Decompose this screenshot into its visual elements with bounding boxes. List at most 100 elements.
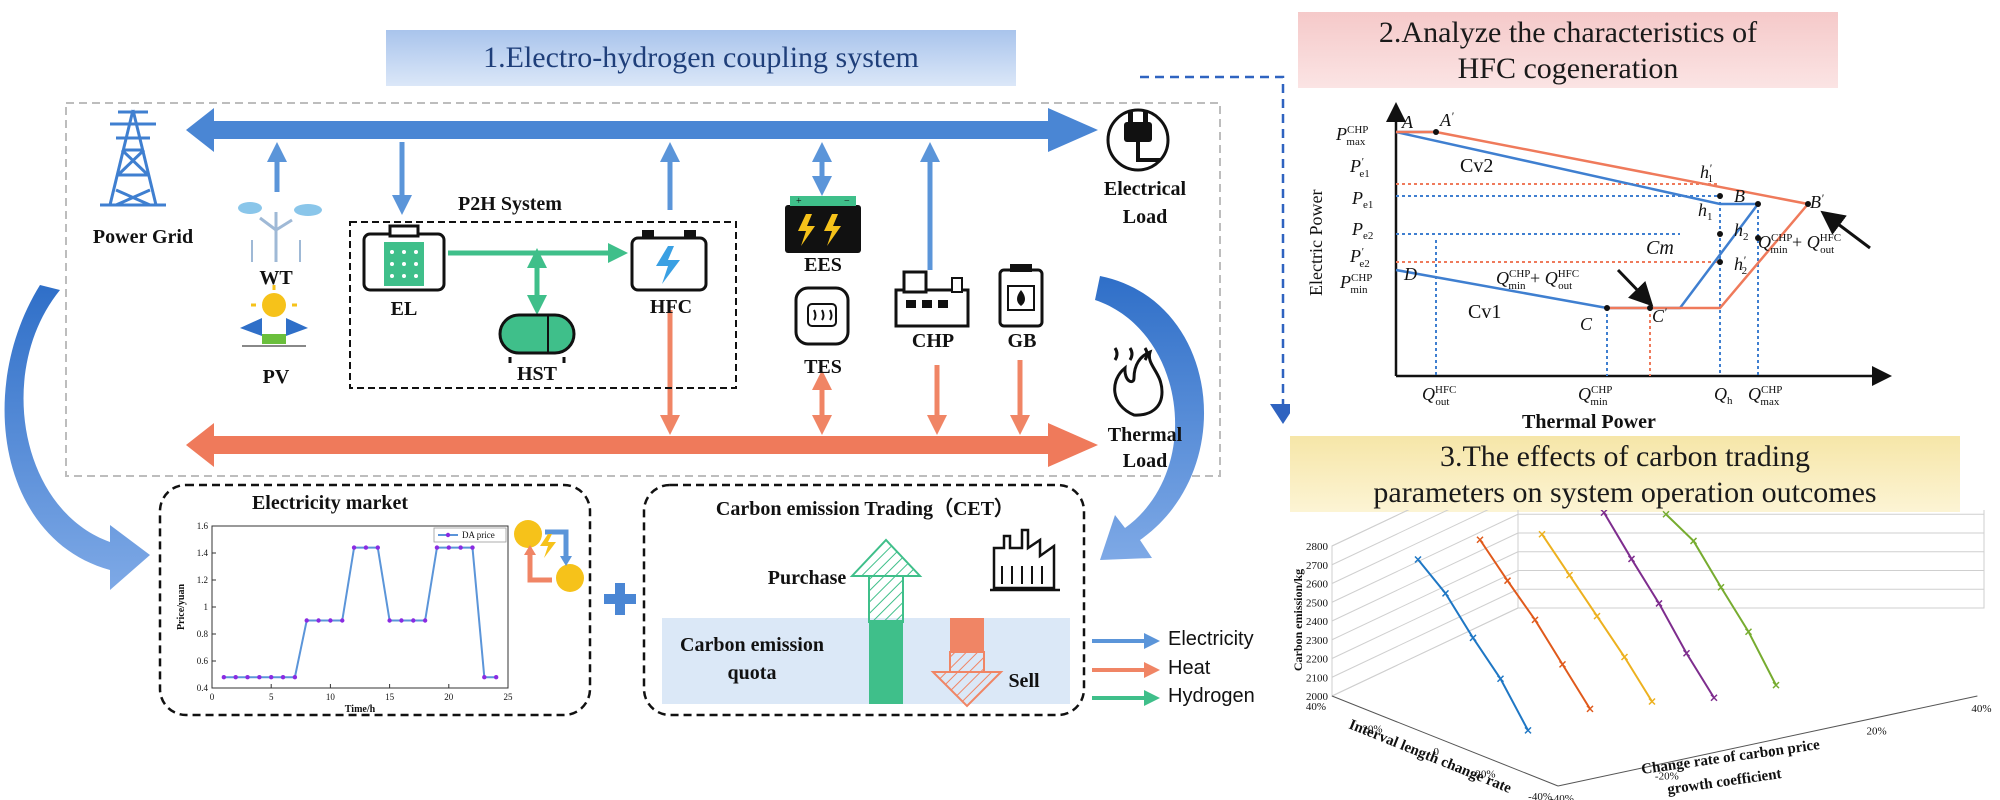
carbon-series-line — [1541, 533, 1653, 703]
pv-icon — [240, 285, 308, 347]
price-point — [482, 675, 487, 680]
thermal-storage-icon — [794, 286, 850, 346]
electricity-market-box — [158, 483, 592, 717]
carbon-point — [1662, 510, 1670, 518]
legend-electricity: Electricity — [1168, 628, 1254, 650]
price-x-tick-label: 20 — [444, 692, 454, 702]
price-y-tick-label: 1.4 — [197, 548, 209, 558]
dashed-connector — [1140, 75, 1285, 410]
hst-label: HST — [516, 363, 558, 385]
legend-lines — [1092, 633, 1160, 706]
price-point — [363, 545, 369, 550]
price-legend-box — [433, 527, 507, 543]
carbon-point — [1414, 556, 1422, 564]
section1-title: 1.Electro-hydrogen coupling system — [386, 30, 1016, 86]
system-diagram: + − — [4, 75, 1290, 717]
carbon-point — [1627, 555, 1636, 563]
carbon-z-grid — [1331, 570, 1519, 659]
carbon-y-tick-label: -20% — [1655, 771, 1679, 783]
carbon-z-tick-label: 2700 — [1306, 560, 1329, 572]
wt-label: WT — [259, 267, 293, 289]
carbon-point — [1655, 599, 1663, 607]
section3-title: 3.The effects of carbon trading paramete… — [1290, 436, 1960, 512]
price-point — [340, 618, 345, 623]
svg-text:h'2: h'2 — [1734, 253, 1747, 277]
storage-battery-icon: + − — [785, 196, 861, 253]
carbon-x-axis — [1331, 695, 1559, 787]
carbon-point — [1682, 649, 1691, 657]
carbon-z-tick-label: 2200 — [1306, 654, 1329, 666]
carbon-point — [1476, 536, 1484, 544]
hydrogen-tank-icon — [498, 313, 576, 363]
carbon-y-tick-label: 40% — [1971, 703, 1991, 715]
carbon-point — [1772, 681, 1780, 689]
price-point — [493, 675, 499, 680]
price-point — [257, 675, 262, 680]
price-x-tick-label: 10 — [326, 692, 336, 702]
price-point — [233, 675, 238, 680]
carbon-point — [1717, 583, 1725, 591]
svg-text:P'e1: P'e1 — [1349, 156, 1370, 180]
electrical-load-label-2: Load — [1122, 206, 1168, 228]
svg-text:−: − — [844, 196, 850, 207]
ees-label: EES — [804, 254, 842, 276]
fuel-cell-icon — [630, 230, 708, 292]
wind-turbine-icon — [238, 202, 322, 262]
gas-boiler-icon — [998, 264, 1044, 328]
price-point — [399, 618, 404, 623]
price-legend-marker — [445, 532, 451, 538]
carbon-z-tick-label: 2600 — [1306, 579, 1329, 591]
electrical-load-label-1: Electrical — [1103, 178, 1187, 200]
chp-plant-icon — [894, 270, 970, 328]
carbon-point — [1531, 616, 1539, 624]
price-point — [458, 545, 463, 550]
purchase-label: Purchase — [767, 567, 847, 589]
price-y-label: Price/yuan — [176, 584, 187, 631]
carbon-z-grid — [1331, 510, 1449, 566]
sell-label: Sell — [1008, 670, 1040, 692]
tes-label: TES — [804, 356, 842, 378]
sell-arrow — [930, 618, 1004, 708]
plus-icon — [604, 583, 636, 615]
cet-title: Carbon emission Trading（CET） — [715, 498, 1015, 520]
carbon-point — [1744, 628, 1753, 636]
carbon-point — [1620, 653, 1629, 661]
thermal-load-label-1: Thermal — [1107, 424, 1183, 446]
price-y-tick-label: 0.6 — [197, 656, 209, 666]
price-point — [446, 545, 451, 550]
carbon-z-grid — [1331, 513, 1519, 603]
carbon-point — [1558, 660, 1567, 668]
carbon-z-grid — [1331, 510, 1489, 584]
price-point — [375, 545, 380, 550]
system-frame — [65, 102, 1221, 477]
carbon-point — [1524, 726, 1532, 734]
svg-text:h'1: h'1 — [1700, 161, 1713, 185]
carbon-point — [1689, 537, 1698, 545]
section2-title-line2: HFC cogeneration — [1457, 52, 1679, 85]
carbon-point — [1565, 571, 1574, 579]
price-point — [245, 675, 250, 680]
price-point — [411, 618, 416, 623]
svg-text:+: + — [796, 196, 802, 207]
power-grid-icon — [100, 109, 166, 207]
carbon-z-grid — [1331, 510, 1410, 547]
factory-icon — [990, 528, 1060, 592]
price-legend-label: DA price — [462, 530, 495, 540]
carbon-series-line — [1603, 512, 1715, 699]
carbon-point — [1600, 510, 1608, 517]
svg-text:A': A' — [1439, 109, 1454, 130]
p2h-label: P2H System — [458, 193, 562, 215]
cv2-label: Cv2 — [1460, 155, 1493, 177]
carbon-z-tick-label: 2500 — [1306, 597, 1329, 609]
svg-text:h1: h1 — [1698, 200, 1713, 223]
carbon-point — [1441, 589, 1450, 597]
carbon-x-tick-label: -40% — [1528, 791, 1552, 800]
p2h-box — [349, 221, 737, 389]
price-point — [470, 545, 475, 550]
carbon-y-tick-label: 20% — [1866, 726, 1886, 738]
svg-text:Pe1: Pe1 — [1351, 188, 1373, 211]
price-x-tick-label: 15 — [385, 692, 395, 702]
